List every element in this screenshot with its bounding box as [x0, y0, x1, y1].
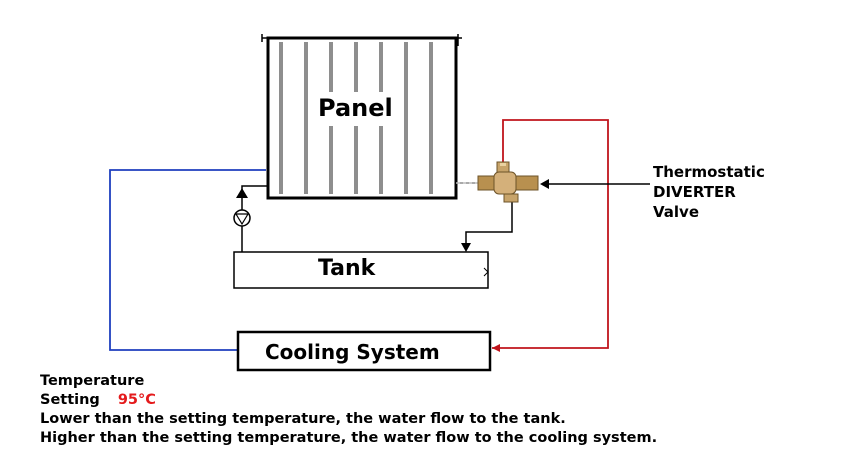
- lower-temp-note: Lower than the setting temperature, the …: [40, 411, 566, 427]
- cooling-system-box: [236, 330, 492, 372]
- temperature-label: Temperature: [40, 373, 145, 389]
- cooling-system-label: Cooling System: [265, 340, 440, 364]
- panel-label: Panel: [318, 94, 393, 122]
- brass-diverter-valve-icon: [477, 161, 539, 203]
- circulation-pump-icon: [233, 209, 251, 227]
- valve-label-line1: Thermostatic: [653, 163, 765, 181]
- higher-temp-note: Higher than the setting temperature, the…: [40, 430, 658, 446]
- tank-box: [233, 251, 489, 289]
- tank-label: Tank: [318, 256, 376, 281]
- valve-label-line2: DIVERTER: [653, 183, 736, 201]
- valve-label-line3: Valve: [653, 203, 700, 221]
- setting-temperature-value: 95°C: [117, 392, 156, 408]
- hot-pipe-to-cooling: [492, 119, 609, 349]
- notes-block: Temperature Setting 95°C Lower than the s…: [40, 372, 657, 448]
- panel-collector: [261, 34, 462, 200]
- setting-row: Setting 95°C: [40, 391, 657, 410]
- setting-label: Setting: [40, 392, 100, 408]
- cold-return-pipe: [109, 169, 266, 351]
- arrow-into-cooling: [492, 344, 500, 352]
- pipe-valve-to-tank: [465, 196, 513, 246]
